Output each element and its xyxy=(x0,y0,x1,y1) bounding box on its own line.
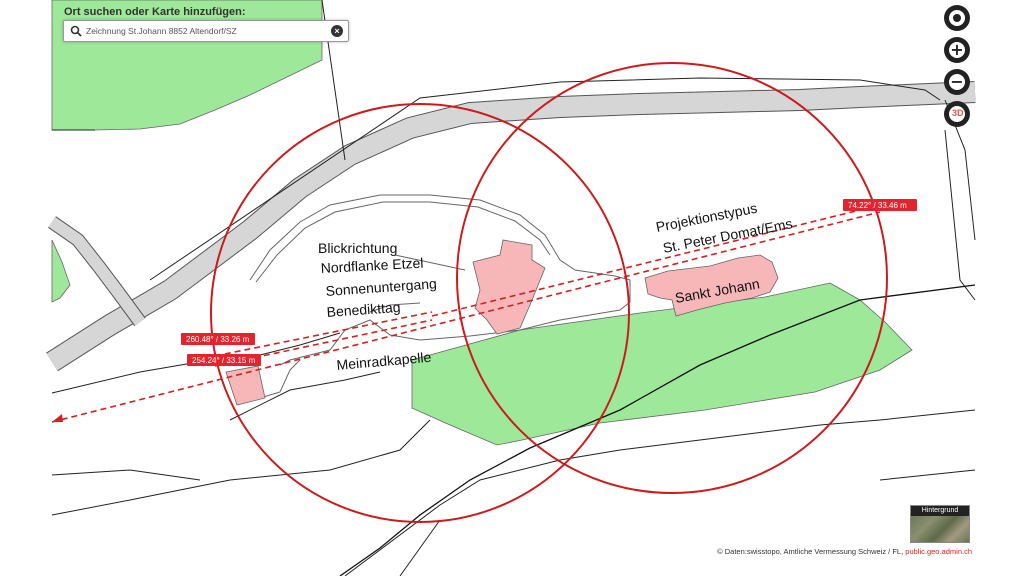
background-switcher-label: Hintergrund xyxy=(911,506,969,516)
zoom-in-ring xyxy=(949,42,965,58)
locate-dot xyxy=(953,14,961,22)
zoom-in-icon: + xyxy=(950,40,964,59)
right-margin xyxy=(975,0,1024,576)
radius-circle-right xyxy=(456,62,888,494)
background-switcher[interactable]: Hintergrund xyxy=(910,505,970,543)
search-input[interactable] xyxy=(86,23,322,38)
search-label: Ort suchen oder Karte hinzufügen: xyxy=(64,6,246,18)
arrowhead xyxy=(52,414,63,422)
measurement-lines xyxy=(51,204,881,423)
measure-badge-1: 260.48° / 33.26 m xyxy=(181,333,255,345)
attribution-link[interactable]: public.geo.admin.ch xyxy=(905,547,972,556)
label-blick-2: Nordflanke Etzel xyxy=(320,255,423,276)
zoom-out-button[interactable]: − xyxy=(944,69,970,95)
attribution: © Daten:swisstopo, Amtliche Vermessung S… xyxy=(717,547,972,556)
building-sankt-johann xyxy=(644,254,779,317)
measure-text-3: 74.22° / 33.46 m xyxy=(848,201,907,210)
search-box: × xyxy=(63,20,349,42)
road-main-fill xyxy=(46,82,976,371)
label-blick-3: Sonnenuntergang xyxy=(325,275,437,299)
attribution-text: © Daten:swisstopo, Amtliche Vermessung S… xyxy=(717,547,904,556)
left-margin xyxy=(0,0,52,576)
road-side-fill xyxy=(48,217,145,326)
zoom-in-button[interactable]: + xyxy=(944,37,970,63)
measure-badge-2: 254.24° / 33.15 m xyxy=(187,354,261,366)
three-d-button[interactable]: 3D xyxy=(944,101,970,127)
three-d-label: 3D xyxy=(952,108,964,118)
forest-area-left xyxy=(51,239,71,303)
label-blick-1: Blickrichtung xyxy=(318,240,397,256)
zoom-out-ring xyxy=(949,74,965,90)
locate-button[interactable] xyxy=(944,5,970,31)
radius-circle-left xyxy=(210,103,630,523)
building-small xyxy=(225,365,266,406)
three-d-ring xyxy=(949,106,965,122)
site-outlines xyxy=(249,194,631,399)
zoom-out-icon: − xyxy=(950,72,964,91)
close-icon[interactable]: × xyxy=(331,25,343,37)
aerial-thumbnail xyxy=(911,516,969,542)
search-icon[interactable] xyxy=(69,24,83,38)
measure-text-2: 254.24° / 33.15 m xyxy=(192,356,256,365)
railway-line xyxy=(339,284,976,576)
measure-badge-3: 74.22° / 33.46 m xyxy=(843,199,917,211)
label-blick-4: Benedikttag xyxy=(326,299,401,320)
measure-text-1: 260.48° / 33.26 m xyxy=(186,335,250,344)
